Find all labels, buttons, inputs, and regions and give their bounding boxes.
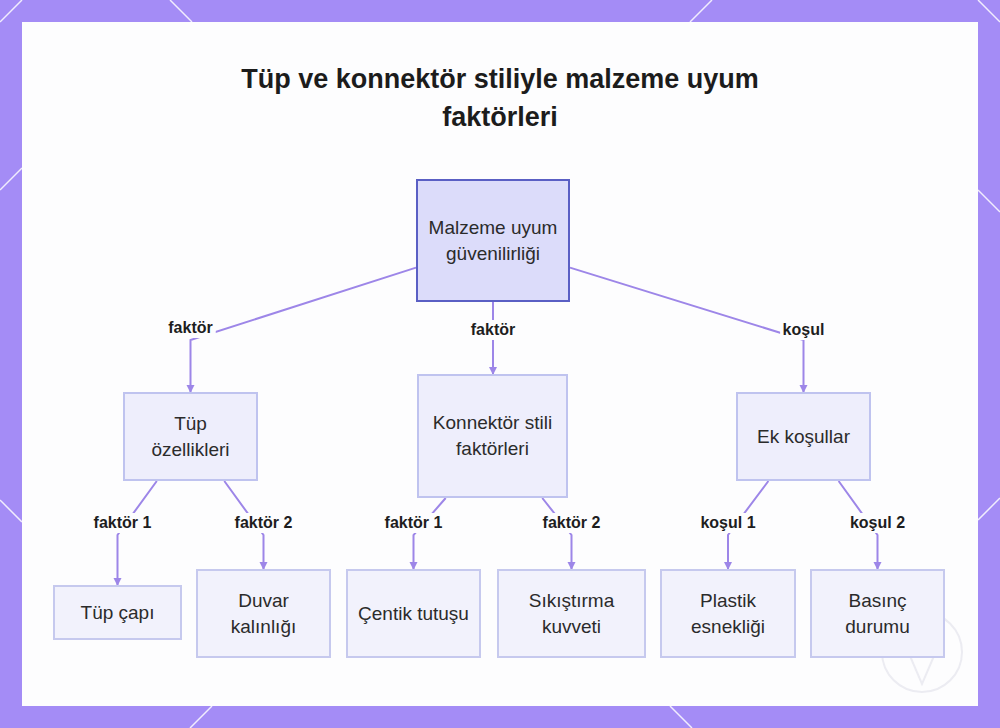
node-text: Konnektör stili faktörleri [429,410,556,462]
edge-label: faktör 1 [91,513,155,533]
factor-box: Tüp çapı [53,585,182,640]
connector [542,498,571,569]
edge-label: koşul [780,320,828,340]
factor-box: Plastik esnekliği [660,569,796,658]
edge-label: koşul 1 [697,513,758,533]
factor-box: Çentik tutuşu [346,569,481,658]
connector [570,268,804,392]
edge-label: faktör 2 [540,513,604,533]
edge-label: faktör 2 [232,513,296,533]
edge-label: faktör [165,318,215,338]
node-text: Sıkıştırma kuvveti [509,588,634,640]
node-text: Basınç durumu [822,588,933,640]
connector [191,268,417,392]
category-box: Ek koşullar [736,392,871,481]
edge-label: faktör 1 [382,513,446,533]
node-text: Duvar kalınlığı [208,588,319,640]
node-text: Plastik esnekliği [672,588,784,640]
factor-box: Sıkıştırma kuvveti [497,569,646,658]
node-text: Malzeme uyum güvenilirliği [428,215,558,267]
node-text: Ek koşullar [757,424,850,450]
factor-box: Duvar kalınlığı [196,569,331,658]
connector [414,498,446,569]
category-box: Konnektör stili faktörleri [417,374,568,498]
node-text: Tüp özellikleri [135,411,246,463]
root-box: Malzeme uyum güvenilirliği [416,179,570,302]
category-box: Tüp özellikleri [123,392,258,481]
factor-box: Basınç durumu [810,569,945,658]
edge-label: faktör [468,320,518,340]
diagram-title: Tüp ve konnektör stiliyle malzeme uyum f… [200,60,800,136]
node-text: Tüp çapı [81,600,155,626]
connector [118,481,157,585]
node-text: Çentik tutuşu [358,601,469,627]
edge-label: koşul 2 [847,513,908,533]
